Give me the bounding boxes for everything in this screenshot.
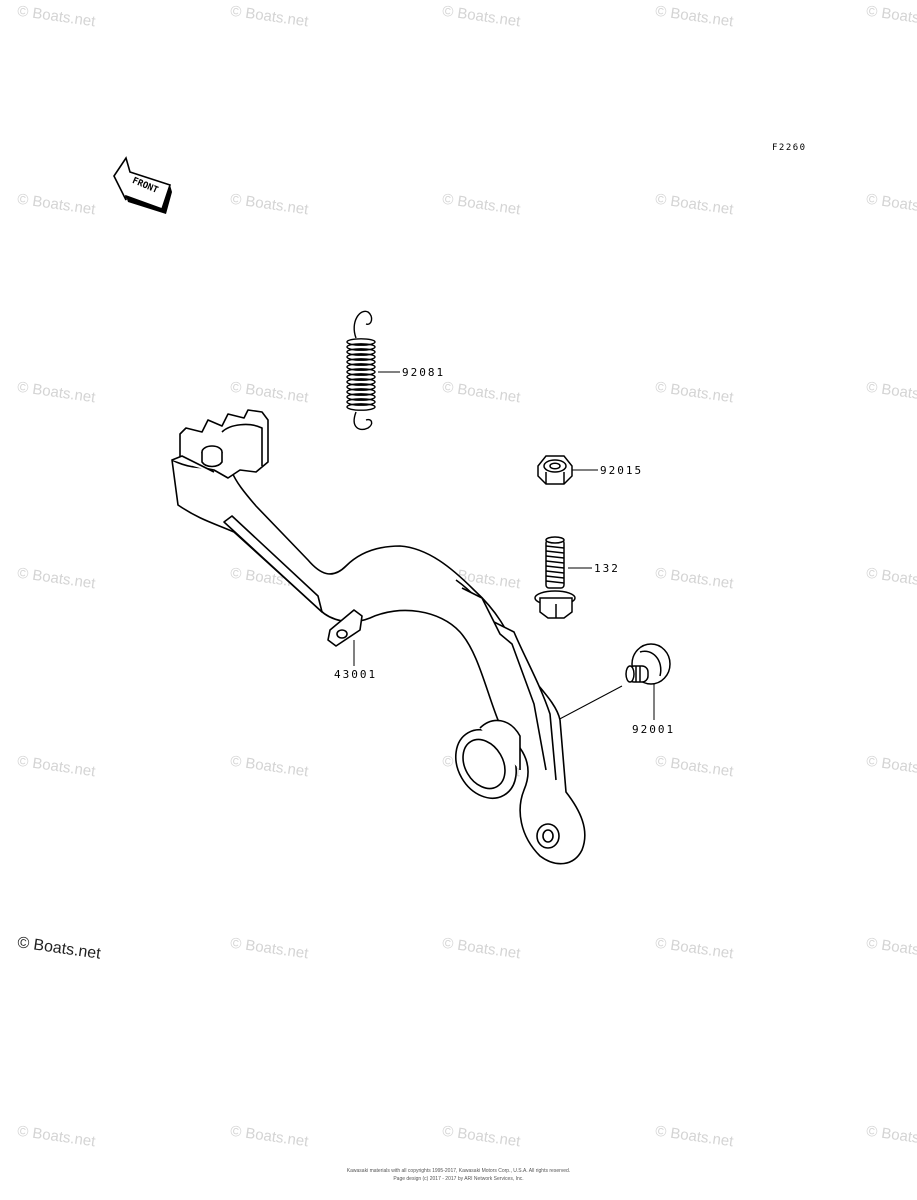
spring-coil xyxy=(347,399,375,405)
spring-coil xyxy=(347,379,375,385)
pan-screw[interactable] xyxy=(554,644,670,722)
bolt-thread xyxy=(546,571,564,573)
bolt-thread xyxy=(546,581,564,583)
spring-coil xyxy=(347,339,375,345)
footer-copyright: Kawasaki materials with all copyrights 1… xyxy=(346,1168,571,1174)
spring-coil xyxy=(347,389,375,395)
spring-coil xyxy=(347,354,375,360)
bolt-thread xyxy=(546,551,564,553)
front-arrow-icon: FRONT xyxy=(113,156,172,214)
spring-coil xyxy=(347,384,375,390)
diagram-ref-code: F2260 xyxy=(772,143,807,153)
label-132: 132 xyxy=(594,562,620,575)
flange-bolt[interactable] xyxy=(535,537,592,618)
label-92081: 92081 xyxy=(402,366,445,379)
label-92015: 92015 xyxy=(600,464,643,477)
spring-coil xyxy=(347,349,375,355)
bolt-thread xyxy=(546,556,564,558)
bolt-thread xyxy=(546,546,564,548)
bolt-thread xyxy=(546,566,564,568)
spring-coil xyxy=(347,404,375,410)
spring-coil xyxy=(347,369,375,375)
brake-pedal[interactable] xyxy=(172,410,585,864)
bolt-thread xyxy=(546,576,564,578)
spring-coil xyxy=(347,364,375,370)
footer-page-design: Page design (c) 2017 - 2017 by ARI Netwo… xyxy=(393,1176,524,1182)
spring-coil xyxy=(347,359,375,365)
label-43001: 43001 xyxy=(334,668,377,681)
return-spring[interactable] xyxy=(347,311,400,429)
label-92001: 92001 xyxy=(632,723,675,736)
hex-nut[interactable] xyxy=(538,456,598,484)
bolt-thread xyxy=(546,561,564,563)
spring-coil xyxy=(347,344,375,350)
spring-coil xyxy=(347,374,375,380)
spring-coil xyxy=(347,394,375,400)
